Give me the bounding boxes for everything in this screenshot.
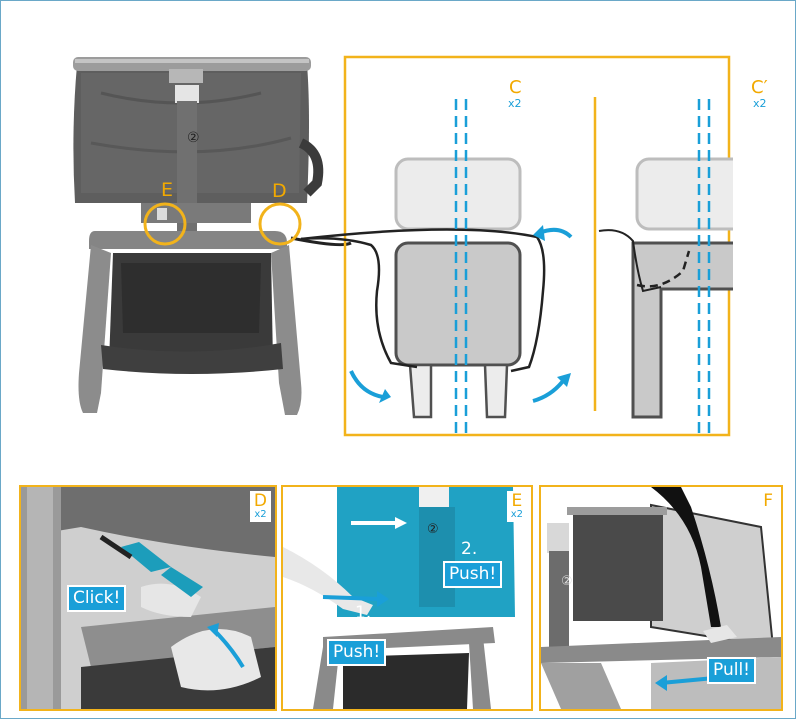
callout-step-1: 1. <box>355 603 372 623</box>
label-D: D <box>272 180 287 202</box>
panel-E: ② E x2 2. Push! 1. Push! <box>281 485 533 711</box>
callout-push-1: Push! <box>327 639 387 666</box>
label-C: C <box>509 77 522 98</box>
product-photo <box>73 57 352 415</box>
callout-pull: Pull! <box>707 657 756 684</box>
panel-F-letter: F <box>759 491 777 512</box>
panel-E-photo <box>283 487 531 709</box>
panel-F-post-number: ② <box>561 574 573 589</box>
panel-F: ② F Pull! <box>539 485 783 711</box>
callout-step-2: 2. <box>461 539 478 559</box>
callout-click: Click! <box>67 585 127 612</box>
panel-E-post-number: ② <box>427 522 439 537</box>
highlight-circles <box>143 202 302 246</box>
panel-D-letter: D x2 <box>249 491 271 522</box>
panel-E-letter: E x2 <box>506 491 527 522</box>
panel-D: D x2 Click! <box>19 485 277 711</box>
label-C-prime: C′ <box>751 77 768 98</box>
panel-D-photo <box>21 487 275 709</box>
callout-push-2: Push! <box>443 561 503 588</box>
circle-D <box>258 202 302 246</box>
circle-E <box>143 202 187 246</box>
label-C-prime-mult: x2 <box>753 97 767 110</box>
label-E: E <box>161 179 174 201</box>
label-C-mult: x2 <box>508 97 522 110</box>
post-number-2: ② <box>187 130 200 146</box>
diagram-C <box>300 55 733 437</box>
